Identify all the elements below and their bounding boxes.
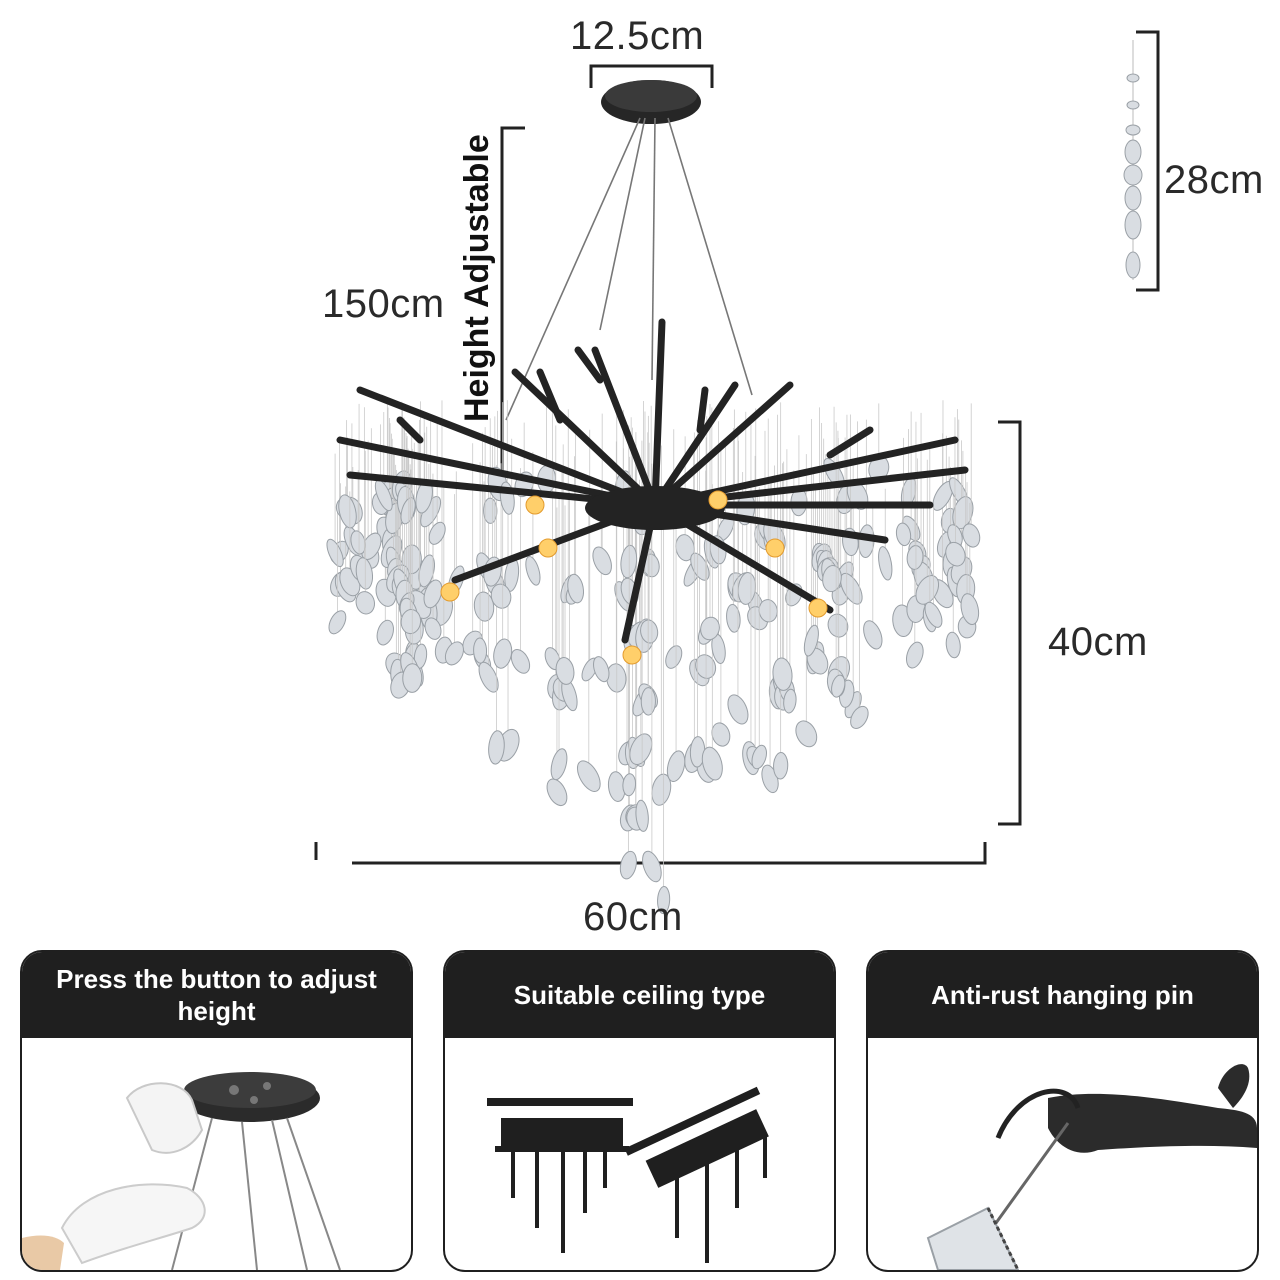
bulbs: [440, 490, 828, 665]
hanging-pin-icon: [926, 1064, 1257, 1270]
suspension-cables: [505, 117, 753, 421]
pendant-length-label: 28cm: [1164, 158, 1264, 202]
pendant-length-bracket: [1136, 30, 1160, 292]
body-height-label: 40cm: [1048, 620, 1148, 664]
cable-length-bracket: [500, 126, 525, 490]
branch-frame: [336, 318, 969, 644]
body-width-bracket: [314, 842, 987, 865]
feature-title: Suitable ceiling type: [445, 952, 834, 1038]
body-width-label: 60cm: [583, 895, 683, 939]
single-crystal-pendant: [1123, 40, 1143, 280]
cable-length-label: 150cm: [322, 282, 445, 326]
body-height-bracket: [998, 420, 1022, 826]
height-adjustable-label: Height Adjustable: [458, 134, 496, 422]
canopy-width-label: 12.5cm: [570, 14, 705, 58]
feature-card-ceiling-type: Suitable ceiling type: [443, 950, 836, 1272]
ceiling-type-icon: [487, 1086, 769, 1263]
chandelier-illustration: [314, 30, 1160, 915]
feature-card-adjust-height: Press the button to adjust height: [20, 950, 413, 1272]
feature-title: Anti-rust hanging pin: [868, 952, 1257, 1038]
canopy-hand-icon: [22, 1072, 341, 1270]
crystal-cluster: [326, 400, 981, 915]
canopy-width-bracket: [589, 64, 714, 88]
feature-card-hanging-pin: Anti-rust hanging pin: [866, 950, 1259, 1272]
feature-title: Press the button to adjust height: [22, 952, 411, 1038]
